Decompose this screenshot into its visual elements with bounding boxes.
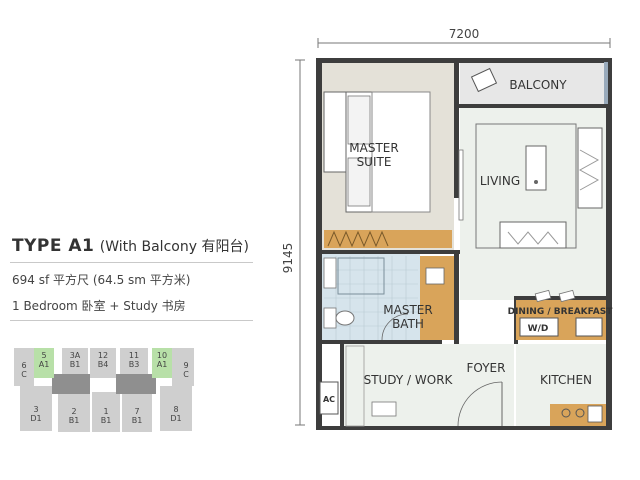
key-plan-unit-num: 7 (134, 407, 139, 416)
balcony-label: BALCONY (509, 78, 567, 92)
wd-label: W/D (528, 324, 549, 334)
wardrobe-icon (324, 230, 452, 248)
toilet-icon (323, 307, 355, 329)
key-plan-unit-num: 1 (103, 407, 108, 416)
master-bath-label-line1: MASTER (383, 303, 432, 317)
unit-area-text: 694 sf 平方尺 (64.5 sm 平方米) (12, 273, 191, 287)
ac-label: AC (323, 395, 335, 404)
floor-plan: 7200 9145 BALCONY (281, 27, 614, 430)
key-plan-core (52, 374, 156, 394)
unit-type-label: TYPE A1 (12, 236, 95, 256)
sofa-icon (577, 127, 603, 209)
key-plan-unit-type: B3 (129, 360, 140, 369)
key-plan-unit-num: 5 (41, 351, 46, 360)
foyer-label: FOYER (467, 361, 506, 375)
key-plan-unit-num: 3 (33, 405, 38, 414)
key-plan-unit-type: D1 (30, 414, 41, 423)
height-dimension-label: 9145 (281, 243, 295, 274)
divider (10, 320, 253, 321)
living-door-panel (458, 149, 464, 221)
unit-type-title: TYPE A1 (With Balcony 有阳台) (12, 236, 249, 256)
key-plan-unit-type: D1 (170, 414, 181, 423)
shower-icon (323, 257, 385, 295)
key-plan-unit-num: 2 (71, 407, 76, 416)
master-suite-label-line2: SUITE (357, 155, 392, 169)
key-plan-unit-num: 6 (21, 361, 26, 370)
key-plan-unit-type: B1 (132, 416, 143, 425)
dimension-lines (295, 38, 611, 426)
study-desk-icon (345, 345, 397, 427)
key-plan-unit-num: 8 (173, 405, 178, 414)
key-plan-unit-type: B1 (69, 416, 80, 425)
unit-type-subtitle: (With Balcony 有阳台) (99, 239, 249, 255)
key-plan: 6 C 5 A1 3A B1 12 B4 11 B3 10 A1 9 C 3 D… (14, 348, 194, 432)
key-plan-labels: 6 C 5 A1 3A B1 12 B4 11 B3 10 A1 9 C 3 D… (21, 351, 189, 425)
key-plan-highlight (34, 348, 172, 378)
study-label: STUDY / WORK (364, 373, 454, 387)
key-plan-unit-num: 10 (157, 351, 167, 360)
key-plan-unit-type: C (183, 370, 189, 379)
key-plan-unit-num: 3A (70, 351, 81, 360)
key-plan-unit-num: 12 (98, 351, 108, 360)
vanity-icon (420, 256, 454, 340)
key-plan-unit-num: 9 (183, 361, 188, 370)
bed-icon (323, 91, 431, 213)
balcony-glass (604, 62, 608, 104)
key-plan-unit-type: A1 (157, 360, 168, 369)
key-plan-unit-type: B4 (98, 360, 109, 369)
key-plan-unit-type: C (21, 370, 27, 379)
armchair-icon (499, 221, 567, 249)
balcony-chair-icon (470, 67, 498, 93)
key-plan-unit-type: B1 (101, 416, 112, 425)
key-plan-unit-num: 11 (129, 351, 139, 360)
living-label: LIVING (480, 174, 520, 188)
kitchen-counter-icon (550, 404, 606, 426)
width-dimension-label: 7200 (449, 27, 480, 41)
key-plan-unit-type: A1 (39, 360, 50, 369)
kitchen-label: KITCHEN (540, 373, 592, 387)
divider (10, 262, 253, 263)
entry-door-swing (457, 381, 503, 427)
ac-unit-icon (319, 381, 339, 415)
master-suite-label-line1: MASTER (349, 141, 398, 155)
unit-rooms-text: 1 Bedroom 卧室 + Study 书房 (12, 299, 186, 313)
dining-label: DINING / BREAKFAST (508, 307, 614, 317)
key-plan-unit-type: B1 (70, 360, 81, 369)
bath-door-swing (381, 313, 409, 341)
dining-counter-icon (516, 289, 606, 340)
master-bath-label-line2: BATH (392, 317, 424, 331)
